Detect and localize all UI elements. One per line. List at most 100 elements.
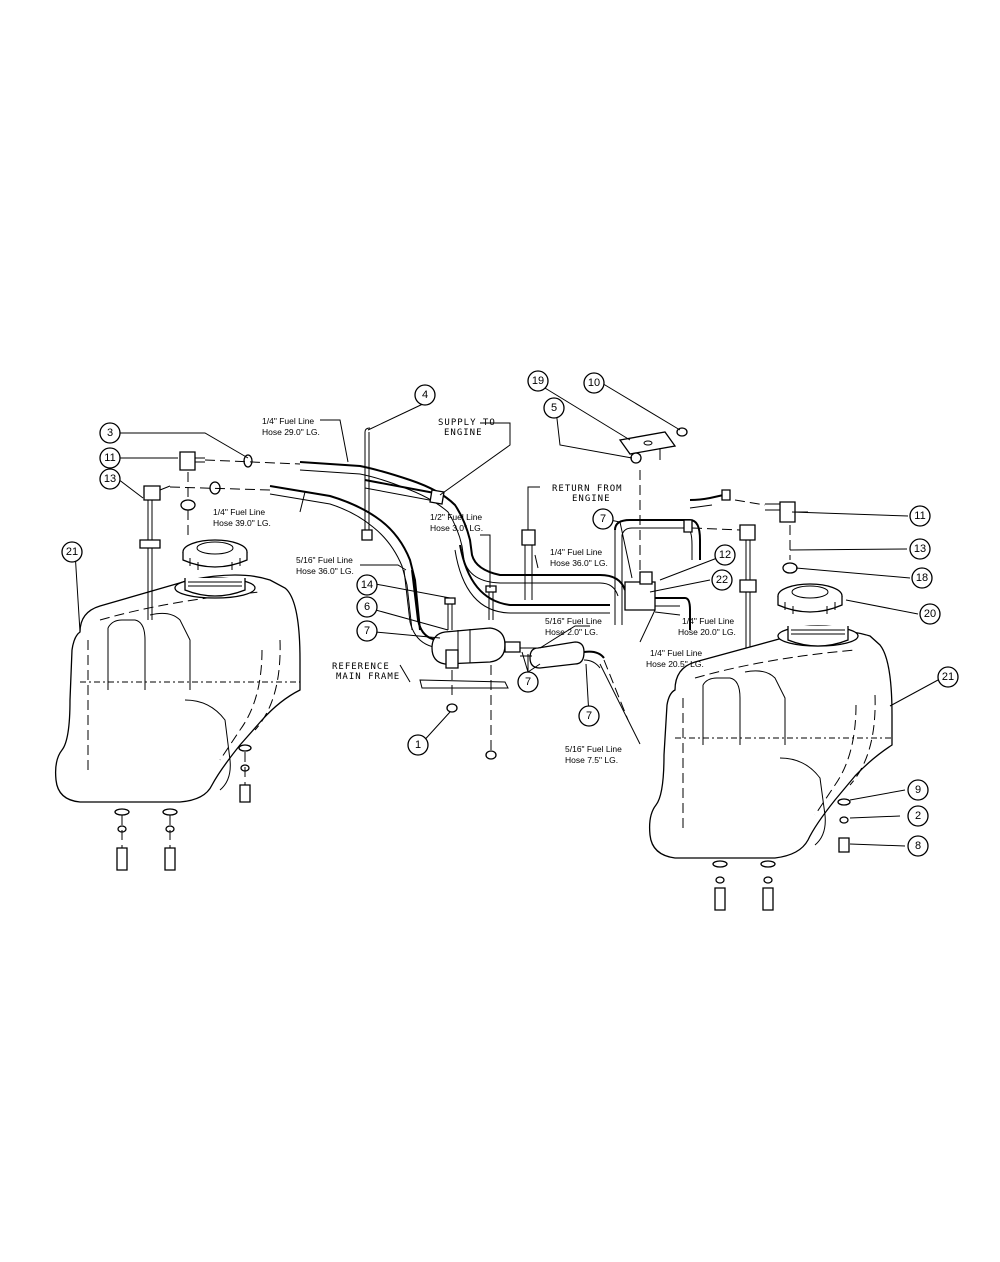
callout-20: 20 <box>919 603 941 625</box>
callout-21-right-number: 21 <box>942 671 954 683</box>
right-fuel-tank <box>648 625 893 859</box>
callout-7-upper: 7 <box>592 508 614 530</box>
callout-11-right-number: 11 <box>914 510 925 522</box>
callout-5: 5 <box>543 397 565 419</box>
callout-9: 9 <box>907 779 929 801</box>
label-hose-2-line2: Hose 2.0" LG. <box>545 627 598 637</box>
callout-5-number: 5 <box>551 402 557 414</box>
callout-10: 10 <box>583 372 605 394</box>
label-hose-3-line1: 1/2" Fuel Line <box>430 512 482 522</box>
callout-7-lower: 7 <box>578 705 600 727</box>
callout-11-left: 11 <box>99 447 121 469</box>
label-supply-to-engine: SUPPLY TO ENGINE <box>438 418 496 438</box>
callout-3: 3 <box>99 422 121 444</box>
label-hose-3-line2: Hose 3.0" LG. <box>430 523 483 533</box>
callout-4-number: 4 <box>422 389 428 401</box>
callout-7-left: 7 <box>356 620 378 642</box>
leader-lines <box>74 381 939 847</box>
callout-21-right: 21 <box>937 666 959 688</box>
label-hose-39-line1: 1/4" Fuel Line <box>213 507 265 517</box>
callout-14: 14 <box>356 574 378 596</box>
label-hose-29: 1/4" Fuel Line Hose 29.0" LG. <box>262 416 320 437</box>
label-hose-29-line2: Hose 29.0" LG. <box>262 427 320 437</box>
label-hose-36-1-4: 1/4" Fuel Line Hose 36.0" LG. <box>550 547 608 568</box>
label-hose-39: 1/4" Fuel Line Hose 39.0" LG. <box>213 507 271 528</box>
main-frame-plate <box>419 665 509 760</box>
label-hose-20: 1/4" Fuel Line Hose 20.0" LG. <box>678 616 736 637</box>
label-supply-line2: ENGINE <box>444 428 483 438</box>
callout-20-number: 20 <box>924 608 936 620</box>
right-tank-bolts <box>712 798 851 911</box>
callout-2: 2 <box>907 805 929 827</box>
callout-6-number: 6 <box>364 601 370 613</box>
callout-1-number: 1 <box>415 739 421 751</box>
callout-13-left: 13 <box>99 468 121 490</box>
callout-19: 19 <box>527 370 549 392</box>
callout-22: 22 <box>711 569 733 591</box>
callout-6: 6 <box>356 596 378 618</box>
label-supply-line1: SUPPLY TO <box>438 418 496 428</box>
fuel-filter <box>520 641 629 721</box>
valve-assembly <box>614 489 741 630</box>
label-hose-36b-line1: 1/4" Fuel Line <box>550 547 602 557</box>
callout-19-number: 19 <box>532 375 544 387</box>
label-return-from-engine: RETURN FROM ENGINE <box>552 484 623 504</box>
label-hose-36b-line2: Hose 36.0" LG. <box>550 558 608 568</box>
callout-18: 18 <box>911 567 933 589</box>
callout-21-left: 21 <box>61 541 83 563</box>
callout-8: 8 <box>907 835 929 857</box>
callout-4: 4 <box>414 384 436 406</box>
callout-7-lower-number: 7 <box>586 710 592 722</box>
label-hose-36a-line1: 5/16" Fuel Line <box>296 555 353 565</box>
label-hose-2-line1: 5/16" Fuel Line <box>545 616 602 626</box>
label-hose-75-line2: Hose 7.5" LG. <box>565 755 618 765</box>
label-reference-line2: MAIN FRAME <box>336 672 400 682</box>
callout-13-left-number: 13 <box>104 473 116 485</box>
left-tank-bolts <box>114 744 252 871</box>
label-reference-line1: REFERENCE <box>332 662 390 672</box>
right-tank-cap <box>777 583 843 614</box>
callout-21-left-number: 21 <box>66 546 78 558</box>
callout-13-right: 13 <box>909 538 931 560</box>
fuel-pump <box>431 585 521 669</box>
label-hose-20-5: 1/4" Fuel Line Hose 20.5" LG. <box>646 648 704 669</box>
label-hose-205-line1: 1/4" Fuel Line <box>650 648 702 658</box>
callout-12-number: 12 <box>719 549 731 561</box>
callout-1: 1 <box>407 734 429 756</box>
callout-3-number: 3 <box>107 427 113 439</box>
callout-11-left-number: 11 <box>104 452 115 464</box>
label-hose-36-5-16: 5/16" Fuel Line Hose 36.0" LG. <box>296 555 354 576</box>
callout-9-number: 9 <box>915 784 921 796</box>
label-return-line1: RETURN FROM <box>552 484 623 494</box>
bracket-assembly <box>618 427 688 575</box>
right-fitting-11 <box>734 499 808 560</box>
label-hose-2: 5/16" Fuel Line Hose 2.0" LG. <box>545 616 602 637</box>
callout-22-number: 22 <box>716 574 728 586</box>
callout-7-center: 7 <box>517 671 539 693</box>
label-reference-main-frame: REFERENCE MAIN FRAME <box>332 662 400 682</box>
callout-7-upper-number: 7 <box>600 513 606 525</box>
label-hose-39-line2: Hose 39.0" LG. <box>213 518 271 528</box>
label-hose-75-line1: 5/16" Fuel Line <box>565 744 622 754</box>
callout-13-right-number: 13 <box>914 543 926 555</box>
callout-7-center-number: 7 <box>525 676 531 688</box>
label-hose-205-line2: Hose 20.5" LG. <box>646 659 704 669</box>
label-hose-29-line1: 1/4" Fuel Line <box>262 416 314 426</box>
label-return-line2: ENGINE <box>572 494 611 504</box>
label-hose-36a-line2: Hose 36.0" LG. <box>296 566 354 576</box>
callout-8-number: 8 <box>915 840 921 852</box>
label-hose-20-line1: 1/4" Fuel Line <box>682 616 734 626</box>
left-fitting-11 <box>179 451 253 511</box>
callout-11-right: 11 <box>909 505 931 527</box>
label-hose-20-line2: Hose 20.0" LG. <box>678 627 736 637</box>
callout-7-left-number: 7 <box>364 625 370 637</box>
label-hose-7-5: 5/16" Fuel Line Hose 7.5" LG. <box>565 744 622 765</box>
callout-14-number: 14 <box>361 579 373 591</box>
callout-12: 12 <box>714 544 736 566</box>
callout-10-number: 10 <box>588 377 600 389</box>
left-fuel-tank <box>54 574 301 803</box>
left-tank-cap <box>182 539 248 570</box>
label-hose-3: 1/2" Fuel Line Hose 3.0" LG. <box>430 512 483 533</box>
left-pickup-tube <box>139 485 171 620</box>
